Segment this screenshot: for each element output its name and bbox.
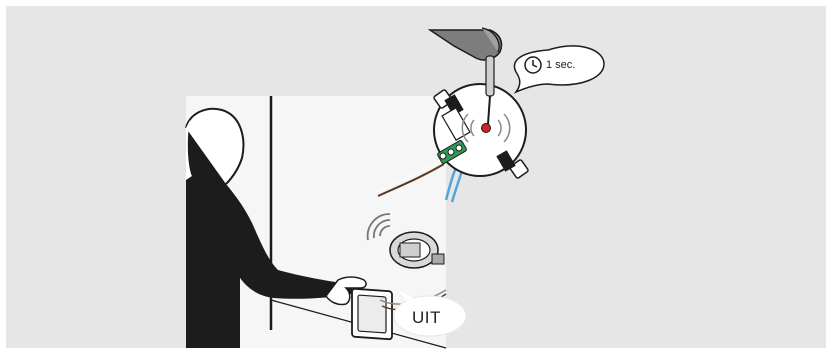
clock-icon xyxy=(524,56,542,74)
clip-left xyxy=(444,94,464,116)
led-indicator xyxy=(481,123,491,133)
module-wires xyxy=(375,159,464,203)
state-bubble xyxy=(393,290,467,337)
clip-right xyxy=(496,150,516,172)
person-silhouette xyxy=(185,107,352,348)
hand-icon xyxy=(325,276,367,306)
wall-switch xyxy=(351,287,393,341)
state-label: UIT xyxy=(412,308,441,327)
module-signal-waves xyxy=(461,113,511,143)
screwdriver-hand xyxy=(427,27,503,125)
receiver-module xyxy=(433,83,529,179)
timer-bubble xyxy=(513,45,605,94)
signal-waves-icon xyxy=(366,213,391,241)
terminal-block xyxy=(437,140,467,164)
timer-label: 1 sec. xyxy=(546,59,576,71)
flush-box-receiver xyxy=(379,231,447,311)
